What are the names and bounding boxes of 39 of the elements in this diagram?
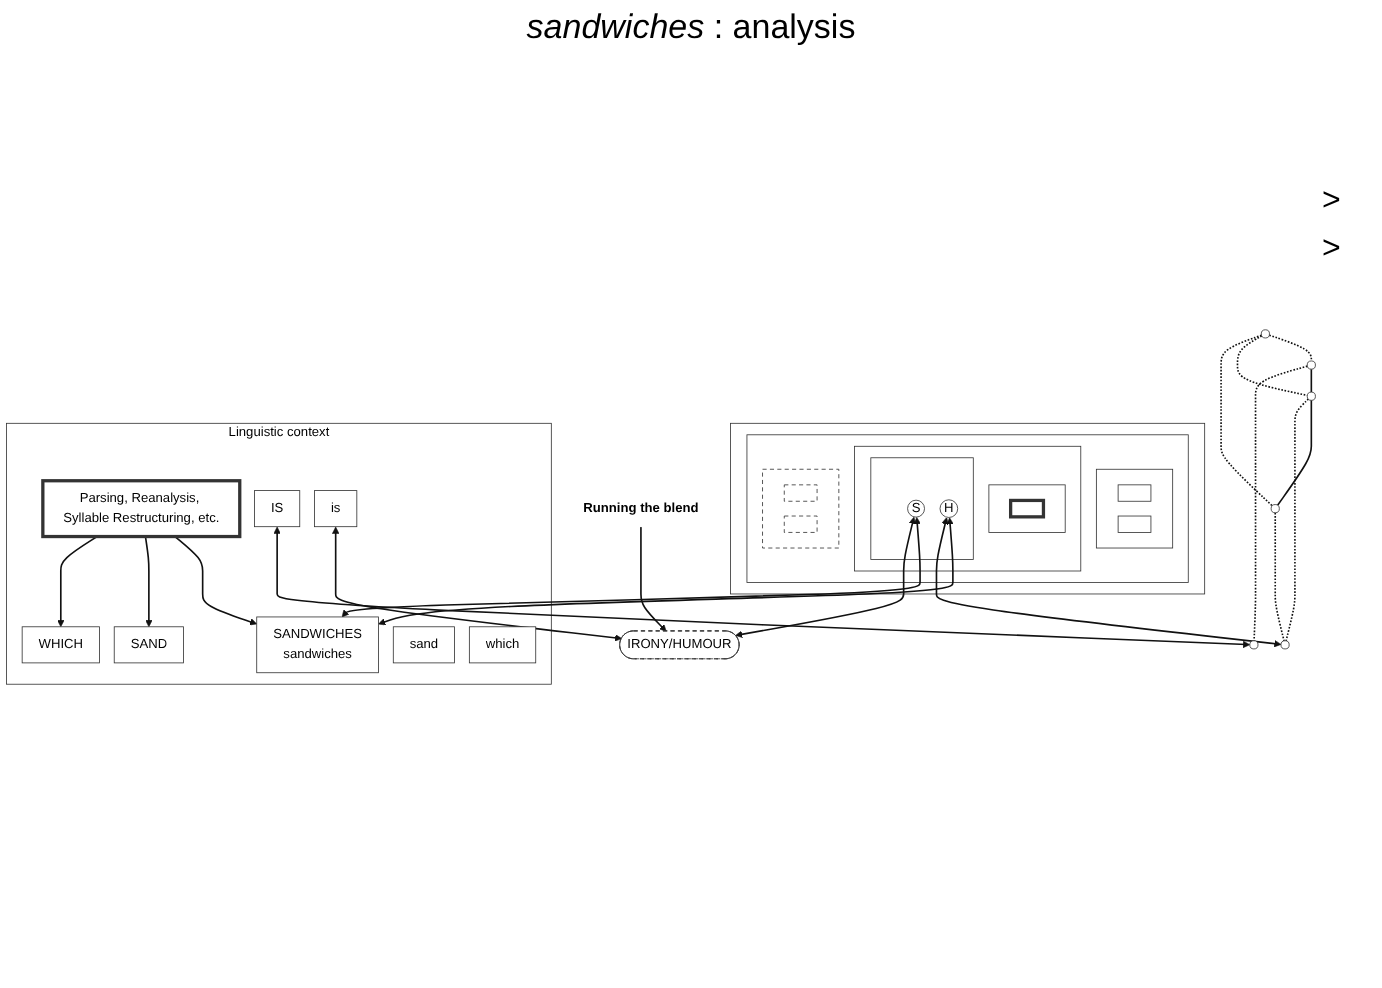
node-circle bbox=[1306, 391, 1316, 401]
connector bbox=[1276, 399, 1313, 507]
node-circle bbox=[1249, 640, 1259, 650]
cluster bbox=[762, 468, 840, 549]
order-sign: > bbox=[1322, 184, 1343, 220]
arrow bbox=[57, 535, 98, 628]
arrow bbox=[144, 535, 153, 628]
arrow bbox=[378, 517, 954, 626]
arrow bbox=[935, 517, 1282, 648]
arrow bbox=[332, 526, 623, 642]
connector bbox=[1274, 511, 1285, 642]
node-circle bbox=[1306, 360, 1316, 370]
node-box bbox=[1117, 484, 1152, 502]
connector bbox=[1268, 334, 1313, 362]
arrow bbox=[341, 517, 921, 618]
node-box bbox=[1117, 515, 1152, 533]
connector bbox=[1285, 398, 1310, 642]
node-circle bbox=[1270, 504, 1280, 514]
connector bbox=[1253, 365, 1309, 642]
node-box bbox=[1009, 498, 1046, 519]
arrow bbox=[735, 516, 916, 638]
cluster bbox=[1095, 468, 1174, 549]
cluster bbox=[854, 445, 1082, 572]
arrow bbox=[174, 535, 258, 626]
cluster bbox=[988, 484, 1066, 533]
connector bbox=[1236, 335, 1309, 397]
node-box bbox=[783, 484, 818, 502]
order-sign: > bbox=[1322, 232, 1343, 268]
cluster bbox=[746, 434, 1189, 583]
cluster bbox=[870, 457, 974, 560]
connector bbox=[1220, 334, 1274, 507]
diagram-title: sandwiches : analysis bbox=[524, 8, 858, 48]
arrow bbox=[273, 526, 1251, 648]
node-circle bbox=[1280, 640, 1290, 650]
connector bbox=[1310, 368, 1313, 393]
cluster bbox=[730, 422, 1206, 595]
arrow bbox=[640, 525, 667, 632]
node-circle bbox=[1260, 329, 1270, 339]
node-box bbox=[783, 515, 818, 533]
